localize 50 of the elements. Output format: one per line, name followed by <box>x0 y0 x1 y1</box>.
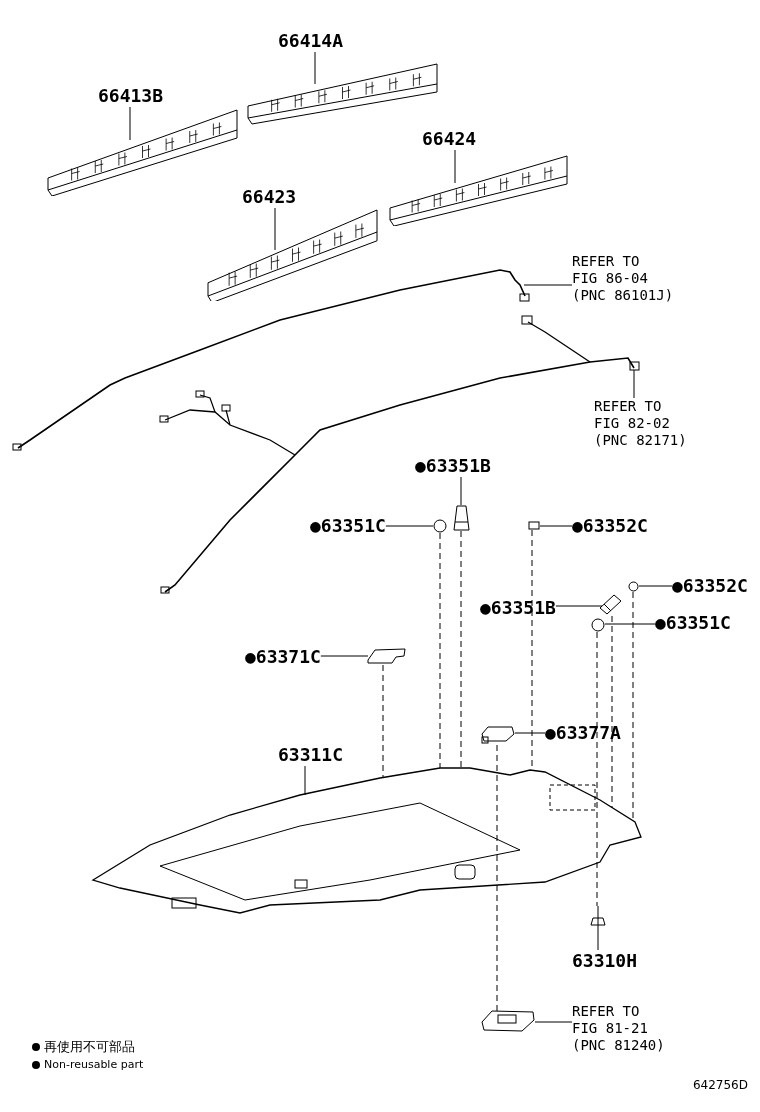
clip-drawing <box>480 725 516 745</box>
part-number: ●63371C <box>245 646 321 668</box>
clip-drawing <box>598 593 623 616</box>
part-number: ●63352C <box>672 575 748 597</box>
leader-line <box>314 51 316 85</box>
leader-line <box>304 765 306 796</box>
part-number: ●63377A <box>545 722 621 744</box>
part-number: 66423 <box>242 186 297 208</box>
leader-line <box>320 655 369 657</box>
dashed-leader-line <box>382 664 384 779</box>
reference-note: REFER TO FIG 86-04 (PNC 86101J) <box>572 253 674 304</box>
dashed-leader-line <box>611 615 613 809</box>
leader-line <box>385 525 434 527</box>
dashed-leader-line <box>596 631 598 907</box>
leader-line <box>597 934 599 951</box>
bracket-drawing <box>366 648 407 665</box>
leader-line <box>523 284 573 286</box>
leader-line <box>460 476 462 506</box>
legend-text: 再使用不可部品 <box>44 1040 135 1054</box>
clip-drawing <box>590 905 606 936</box>
part-number: 63310H <box>572 950 638 972</box>
leader-line <box>514 732 546 734</box>
dome-lamp-drawing <box>480 1010 536 1032</box>
grommet-drawing <box>591 618 605 632</box>
part-number: ●63351B <box>480 597 556 619</box>
leader-line <box>129 106 131 141</box>
legend-text: Non-reusable part <box>44 1058 144 1072</box>
leader-line <box>454 149 456 184</box>
part-number: ●63352C <box>572 515 648 537</box>
leader-line <box>274 207 276 251</box>
leader-line <box>534 1021 573 1023</box>
reference-note: REFER TO FIG 82-02 (PNC 82171) <box>594 398 687 449</box>
roof-rail-drawing <box>205 208 380 301</box>
part-number: ●63351B <box>415 455 491 477</box>
leader-line <box>638 585 673 587</box>
reference-note: REFER TO FIG 81-21 (PNC 81240) <box>572 1003 665 1054</box>
leader-line <box>539 525 573 527</box>
dashed-leader-line <box>460 530 462 769</box>
part-number: 66414A <box>278 30 344 52</box>
dashed-leader-line <box>496 744 498 1012</box>
part-number: 66413B <box>98 85 164 107</box>
dashed-leader-line <box>439 532 441 769</box>
part-number: ●63351C <box>310 515 386 537</box>
leader-line <box>555 605 603 607</box>
drawing-number: 642756D <box>692 1078 748 1092</box>
part-number: 63311C <box>278 744 344 766</box>
leader-line <box>633 369 635 399</box>
leader-line <box>604 623 656 625</box>
part-number: ●63351C <box>655 612 731 634</box>
part-number: 66424 <box>422 128 477 150</box>
